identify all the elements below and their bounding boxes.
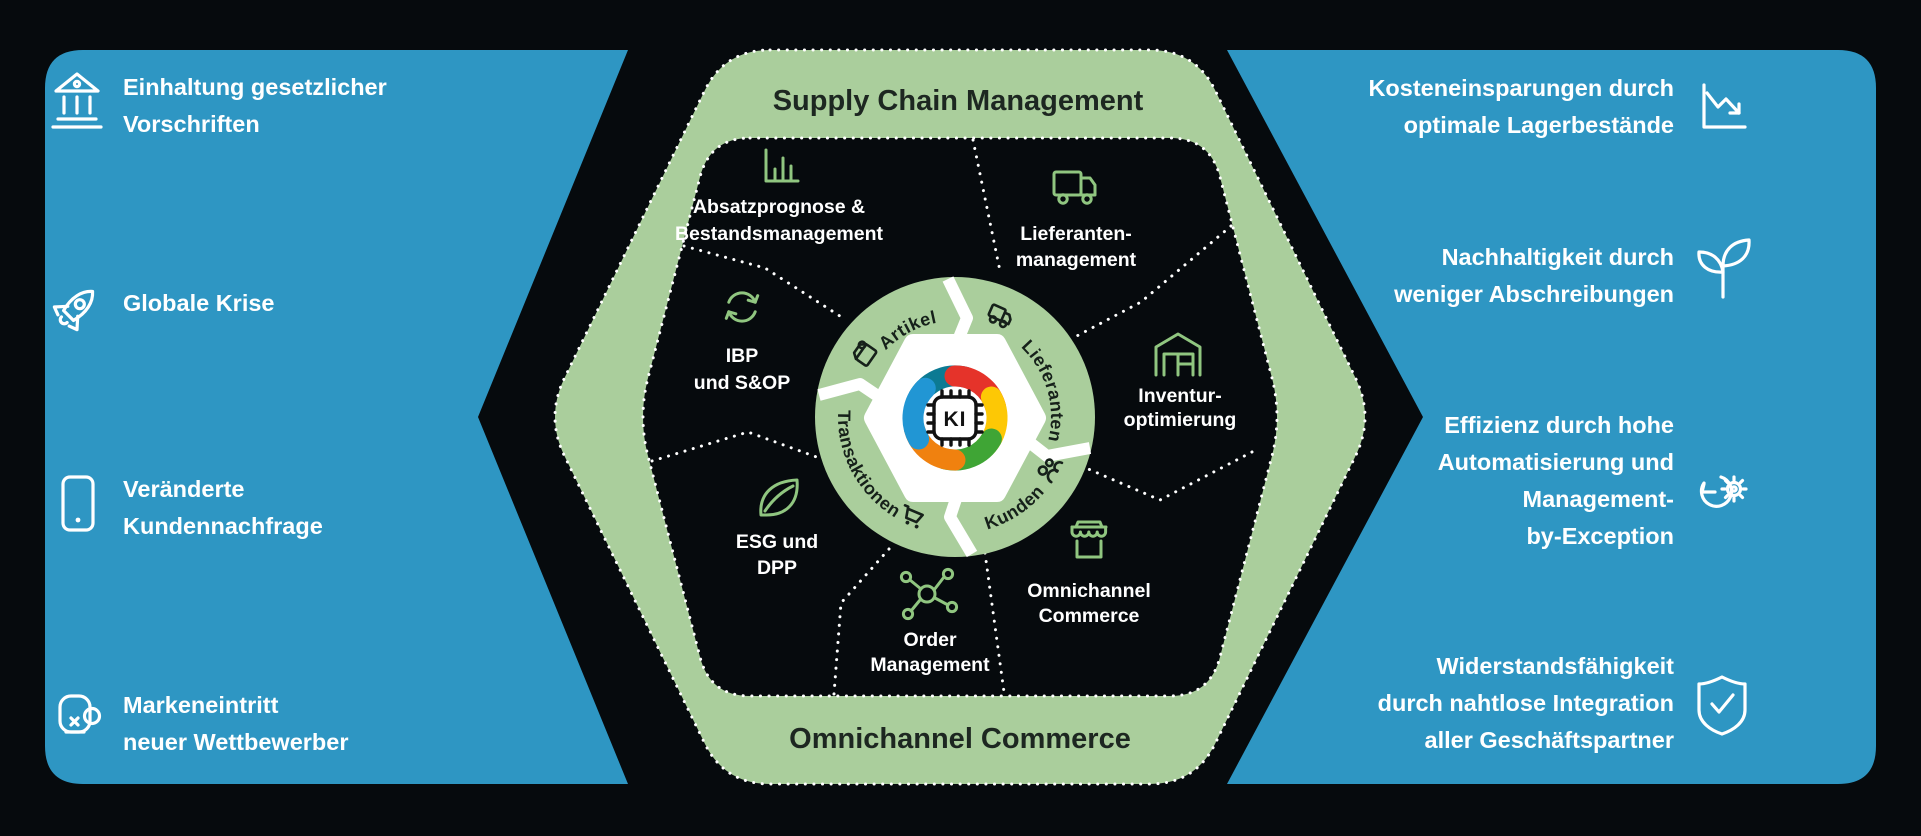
section-lieferantenmanagement-line-2: management xyxy=(1016,249,1137,271)
left-item-1-line-1: Einhaltung gesetzlicher xyxy=(123,74,387,100)
separator-inventur-omnichannel xyxy=(1084,450,1254,502)
left-item-4-line-1: Markeneintritt xyxy=(123,692,279,718)
smartphone-icon xyxy=(61,475,95,532)
section-inventuroptimierung-line-1: Inventur- xyxy=(1138,385,1221,407)
right-item-4-line-1: Widerstandsfähigkeit xyxy=(1437,653,1675,679)
scm-hexagon: Supply Chain Management Omnichannel Comm… xyxy=(553,48,1367,786)
right-item-2-line-1: Nachhaltigkeit durch xyxy=(1442,244,1674,270)
chart-down-icon xyxy=(1702,83,1747,129)
section-lieferantenmanagement: Lieferanten- management xyxy=(1016,170,1137,271)
rocket-icon xyxy=(52,289,95,332)
section-order-management: Order Management xyxy=(870,567,990,676)
right-panel: Kosteneinsparungen durch optimale Lagerb… xyxy=(1227,50,1876,784)
hexagon-bottom-title: Omnichannel Commerce xyxy=(789,723,1131,755)
section-esg-dpp: ESG und DPP xyxy=(736,478,818,579)
warehouse-icon xyxy=(1154,332,1202,377)
section-esg-line-1: ESG und xyxy=(736,531,818,553)
shield-check-icon xyxy=(1697,675,1747,736)
section-omnichannel-line-2: Commerce xyxy=(1039,605,1140,627)
right-item-1-line-2: optimale Lagerbestände xyxy=(1404,112,1674,138)
cart-icon xyxy=(903,504,924,529)
customers-icon xyxy=(1037,458,1064,484)
section-inventuroptimierung: Inventur- optimierung xyxy=(1124,332,1237,431)
right-item-4-line-3: aller Geschäftspartner xyxy=(1425,727,1674,753)
truck-icon xyxy=(1052,170,1097,205)
section-ibp-line-2: und S&OP xyxy=(694,372,790,394)
section-esg-line-2: DPP xyxy=(757,557,797,579)
section-inventuroptimierung-line-2: optimierung xyxy=(1124,409,1237,431)
separator-esg-ibp xyxy=(650,430,824,463)
hexagon-top-title: Supply Chain Management xyxy=(773,85,1144,117)
bank-icon xyxy=(51,72,103,129)
section-absatzprognose: Absatzprognose & Bestandsmanagement xyxy=(675,148,884,245)
left-item-3-line-2: Kundennachfrage xyxy=(123,513,323,539)
left-panel-shape xyxy=(45,50,628,784)
right-item-1-line-1: Kosteneinsparungen durch xyxy=(1368,75,1674,101)
section-absatzprognose-line-2: Bestandsmanagement xyxy=(675,223,884,245)
right-item-4-line-2: durch nahtlose Integration xyxy=(1378,690,1674,716)
ki-chip-icon xyxy=(926,389,984,447)
bulb-gear-icon xyxy=(1699,475,1748,508)
boxing-glove-icon xyxy=(58,694,102,734)
section-absatzprognose-line-1: Absatzprognose & xyxy=(693,196,865,218)
section-omnichannel-line-1: Omnichannel xyxy=(1027,580,1151,602)
section-lieferantenmanagement-line-1: Lieferanten- xyxy=(1020,223,1132,245)
section-separators xyxy=(650,138,1254,696)
right-panel-shape xyxy=(1227,50,1876,784)
right-item-3-line-2: Automatisierung und xyxy=(1438,449,1674,475)
left-item-4-line-2: neuer Wettbewerber xyxy=(123,729,349,755)
section-order-line-2: Management xyxy=(870,654,990,676)
section-omnichannel-commerce: Omnichannel Commerce xyxy=(1027,520,1151,627)
separator-omnichannel-order xyxy=(983,551,1006,694)
separator-ibp-absatz xyxy=(682,244,845,320)
data-cycle: Artikel Lieferanten Transaktionen Kunden xyxy=(815,276,1095,558)
network-icon xyxy=(899,567,959,621)
seedling-icon xyxy=(1697,238,1751,299)
right-item-2-line-2: weniger Abschreibungen xyxy=(1393,281,1674,307)
right-item-3-line-3: Management- xyxy=(1523,486,1674,512)
leaf-icon xyxy=(759,478,799,517)
package-icon xyxy=(852,340,878,367)
storefront-icon xyxy=(1070,520,1108,559)
section-ibp-sop: IBP und S&OP xyxy=(694,291,790,394)
swirl-icon xyxy=(902,365,1008,471)
section-order-line-1: Order xyxy=(903,629,957,651)
section-ibp-line-1: IBP xyxy=(726,345,759,367)
sync-icon xyxy=(724,291,760,323)
bar-chart-icon xyxy=(764,148,800,183)
truck-icon xyxy=(987,303,1012,329)
separator-absatz-lieferanten xyxy=(971,138,1002,273)
left-panel: Einhaltung gesetzlicher Vorschriften Glo… xyxy=(45,50,628,784)
left-item-3-line-1: Veränderte xyxy=(123,476,244,502)
left-item-1-line-2: Vorschriften xyxy=(123,111,260,137)
left-item-2-line-1: Globale Krise xyxy=(123,290,275,316)
right-item-3-line-1: Effizienz durch hohe xyxy=(1444,412,1674,438)
ki-label: KI xyxy=(944,408,967,431)
gear-icon xyxy=(1720,475,1748,503)
right-item-3-line-4: by-Exception xyxy=(1526,523,1674,549)
ki-logo: KI xyxy=(864,334,1046,502)
